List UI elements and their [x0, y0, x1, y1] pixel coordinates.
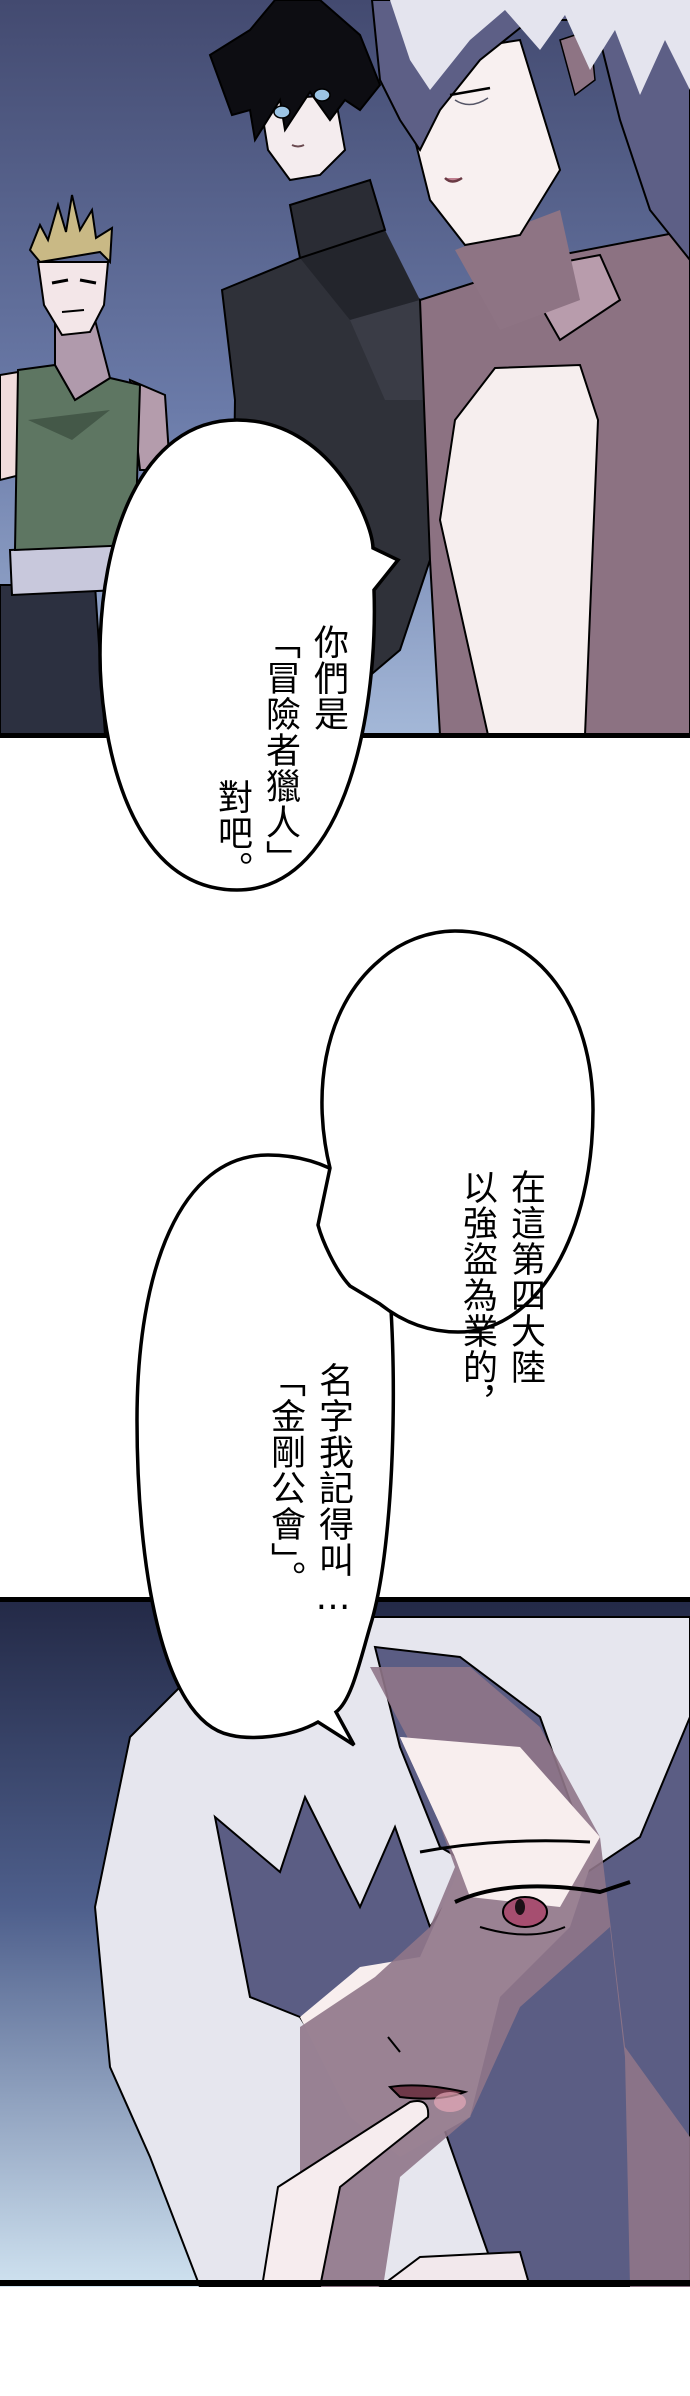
bubble-2-line-1: 在這第四大陸: [505, 1169, 545, 1385]
bubble-1-line-2: 「冒險者獵人」: [260, 624, 300, 876]
bubble-3-line-2: 「金剛公會」。: [265, 1362, 305, 1597]
bubble-1-line-1: 你們是: [308, 624, 348, 732]
bubble-3-line-1: 名字我記得叫…: [313, 1362, 353, 1619]
panel-2-bottom-border: [0, 2280, 690, 2286]
silver-haired-figure: [370, 0, 690, 736]
bubble-1-line-3: 對吧。: [212, 779, 252, 887]
speech-bubble-3-text: 名字我記得叫… 「金剛公會」。: [213, 1198, 405, 1619]
speech-bubble-2-text: 在這第四大陸 以強盜為業的，: [405, 1005, 597, 1421]
bubble-2-line-2: 以強盜為業的，: [457, 1169, 497, 1421]
speech-bubble-1-text: 你們是 「冒險者獵人」 對吧。: [160, 460, 400, 887]
panel-2: [0, 1597, 690, 2287]
panel-2-art: [0, 1597, 690, 2287]
